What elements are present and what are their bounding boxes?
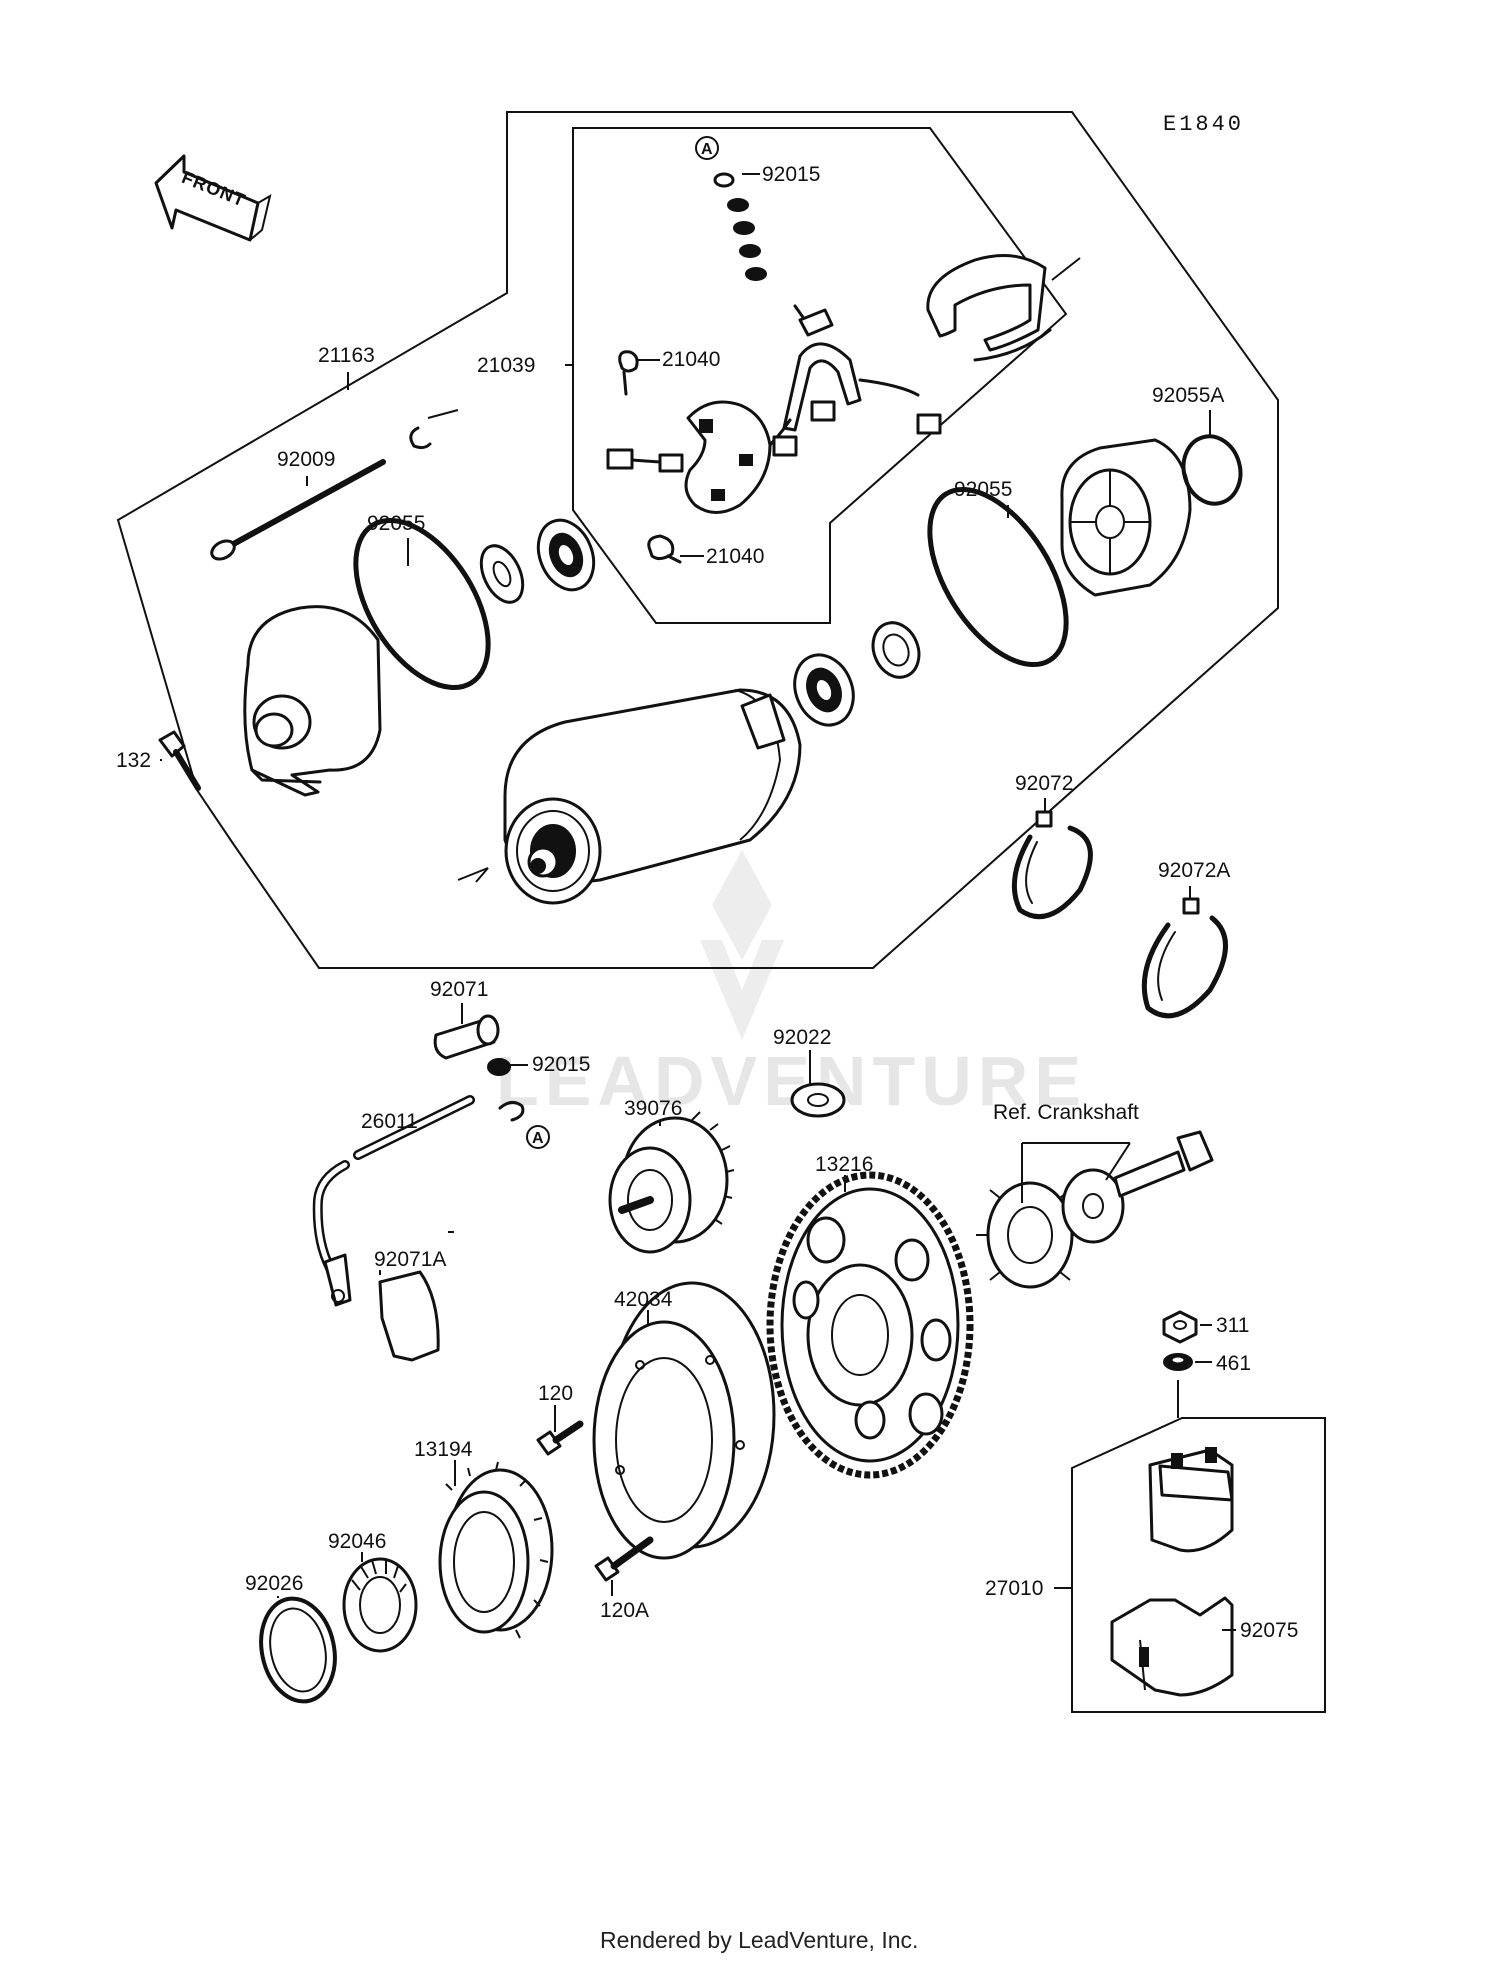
starter-cable — [312, 1095, 475, 1307]
o-ring-stack — [713, 172, 767, 281]
crankshaft-washer — [1061, 1168, 1125, 1244]
callout-a-lower: A — [526, 1125, 550, 1149]
label-92022: 92022 — [773, 1026, 831, 1049]
o-ring-small — [1181, 434, 1243, 506]
crankshaft-gear — [976, 1181, 1084, 1289]
label-92072A: 92072A — [1158, 859, 1230, 882]
front-cover — [1060, 438, 1192, 597]
brush-terminal — [743, 304, 942, 467]
washer-92022 — [790, 1082, 846, 1118]
bolt-120A — [594, 1536, 654, 1582]
label-13216: 13216 — [815, 1153, 873, 1176]
label-13194: 13194 — [414, 1438, 473, 1461]
washer-461 — [1163, 1353, 1193, 1371]
ref-crankshaft-bracket — [1021, 1142, 1131, 1203]
svg-text:A: A — [701, 141, 713, 158]
terminal-cover — [378, 1270, 440, 1362]
brush-holder-assembly-outline — [572, 127, 1068, 624]
idle-gear — [608, 1111, 735, 1254]
label-120A: 120A — [600, 1599, 649, 1622]
end-cover — [243, 605, 382, 797]
front-arrow-icon: FRONT — [154, 154, 272, 242]
label-92046: 92046 — [328, 1530, 386, 1553]
one-way-clutch — [438, 1461, 554, 1639]
bearing-right — [793, 653, 855, 727]
bolt-132 — [158, 730, 201, 791]
label-21040-lower: 21040 — [706, 545, 764, 568]
leader-lines — [160, 173, 1236, 1631]
label-92071: 92071 — [430, 978, 488, 1001]
label-92071A: 92071A — [374, 1248, 446, 1271]
starter-assembly-outline — [116, 111, 1279, 969]
starter-relay — [1148, 1447, 1234, 1553]
assembly-arrows — [427, 257, 1081, 883]
label-92075: 92075 — [1240, 1619, 1298, 1642]
bearing-left — [536, 518, 596, 592]
footer-credit: Rendered by LeadVenture, Inc. — [600, 1927, 918, 1953]
c-clip — [409, 426, 432, 450]
callout-a-upper: A — [695, 136, 719, 160]
label-92015-top: 92015 — [762, 163, 820, 186]
motor-yoke — [503, 688, 802, 905]
o-ring-right — [927, 486, 1069, 668]
starter-relay-outline — [1071, 1417, 1326, 1713]
brush-plate — [606, 400, 772, 514]
o-ring-left — [353, 517, 491, 691]
bolt-120 — [536, 1420, 584, 1456]
brush-spring-upper — [618, 350, 639, 396]
part-labels: 21163 21039 92015 21040 21040 92009 9205… — [116, 163, 1298, 1642]
diagram-ref-code: E1840 — [1163, 112, 1244, 137]
nut-311 — [1162, 1310, 1198, 1344]
label-ref-crankshaft: Ref. Crankshaft — [993, 1101, 1139, 1124]
label-92055-left: 92055 — [367, 512, 425, 535]
label-92055-right: 92055 — [954, 478, 1012, 501]
svg-text:A: A — [532, 1130, 544, 1147]
snap-ring-92072A — [1141, 897, 1228, 1019]
brush-spring-lower — [647, 534, 682, 564]
snap-ring-92072 — [1011, 810, 1093, 920]
label-92072: 92072 — [1015, 772, 1073, 795]
label-21163: 21163 — [318, 344, 375, 367]
label-92009: 92009 — [277, 448, 335, 471]
oil-seal — [871, 621, 921, 679]
starter-clutch-housing — [592, 1281, 776, 1560]
label-120: 120 — [538, 1382, 573, 1405]
brush-cover — [926, 254, 1052, 362]
label-92015-mid: 92015 — [532, 1053, 590, 1076]
label-311: 311 — [1216, 1314, 1249, 1337]
label-21039: 21039 — [477, 354, 535, 377]
watermark: LEADVENTURE — [496, 850, 1087, 1120]
label-461: 461 — [1216, 1352, 1251, 1375]
label-26011: 26011 — [361, 1110, 418, 1133]
label-92026: 92026 — [245, 1572, 303, 1595]
label-27010: 27010 — [985, 1577, 1043, 1600]
cable-terminal — [498, 1101, 525, 1122]
label-42034: 42034 — [614, 1288, 673, 1311]
watermark-text: LEADVENTURE — [496, 1042, 1087, 1120]
relay-cover — [1110, 1596, 1234, 1697]
o-ring-mid — [487, 1058, 511, 1076]
through-bolt — [210, 459, 386, 561]
crankshaft-bolt — [1113, 1130, 1214, 1198]
starter-driven-gear — [766, 1171, 974, 1479]
label-21040-upper: 21040 — [662, 348, 720, 371]
label-92055A: 92055A — [1152, 384, 1224, 407]
needle-bearing — [342, 1557, 418, 1653]
label-39076: 39076 — [624, 1097, 682, 1120]
label-132: 132 — [116, 749, 151, 772]
washer-92026 — [259, 1596, 337, 1704]
terminal-boot — [433, 1014, 500, 1060]
washer-left — [479, 544, 525, 604]
